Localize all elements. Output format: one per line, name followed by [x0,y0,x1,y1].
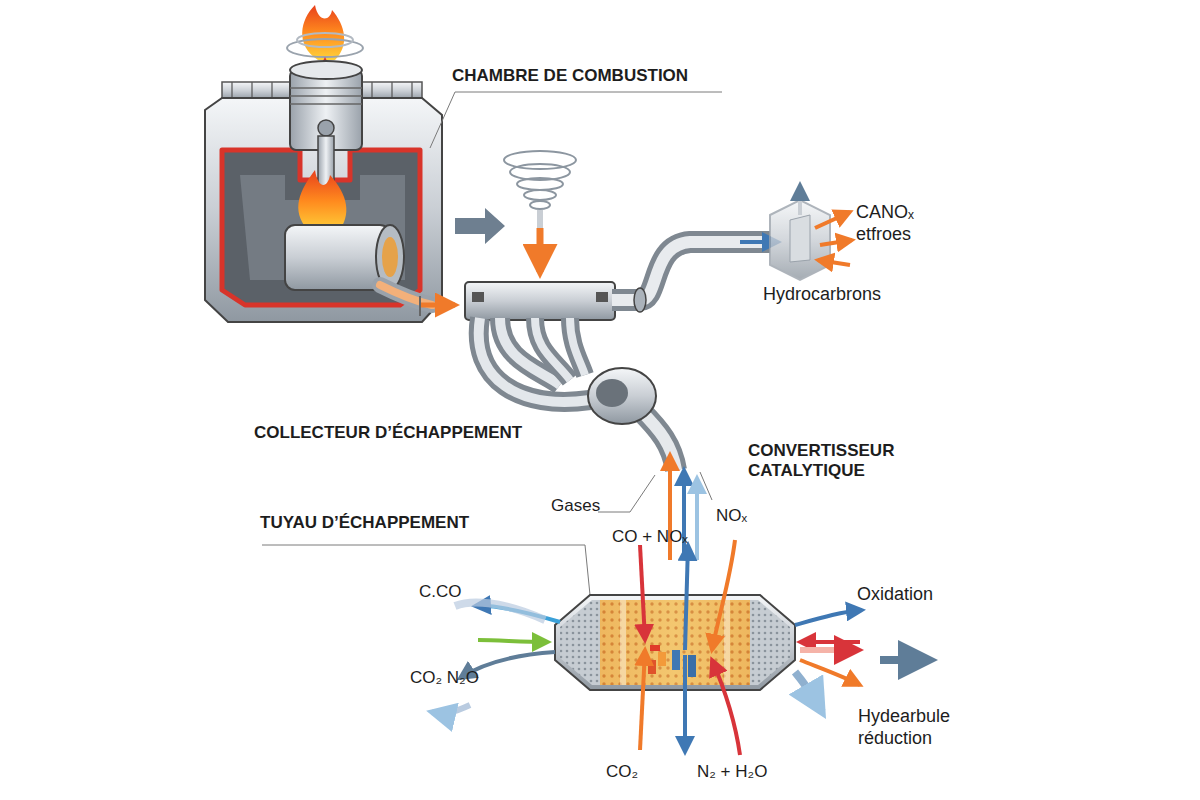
exhaust-port [380,285,455,316]
piston [290,61,362,196]
gas-label: NOₓ [716,506,747,526]
combustion-flame [285,170,404,290]
catalytic-converter [555,595,795,690]
flow-arrow [455,208,505,244]
part-label: TUYAU D’ÉCHAPPEMENT [260,513,469,533]
gas-label: CO₂ N₂O [410,668,479,688]
muffler [588,368,676,470]
part-label: CHAMBRE DE COMBUSTION [452,66,688,86]
gas-label: Hydrocarbrons [763,284,881,306]
gas-label: Gases [551,496,600,516]
process-label: Hydearbule réduction [858,706,970,749]
gas-label: CANOₓ etfroes [856,202,936,245]
gas-label: CO₂ [606,762,638,782]
part-label: CONVERTISSEUR CATALYTIQUE [748,441,923,482]
gas-label: C.CO [419,582,462,602]
gas-label: N₂ + H₂O [697,762,767,782]
air-swirl [504,151,576,240]
part-label: COLLECTEUR D’ÉCHAPPEMENT [254,423,522,443]
process-label: Oxidation [857,584,933,606]
intake-arrow [537,228,544,272]
gas-label: CO + NOₓ [612,527,688,547]
reaction-arrows [432,540,930,755]
